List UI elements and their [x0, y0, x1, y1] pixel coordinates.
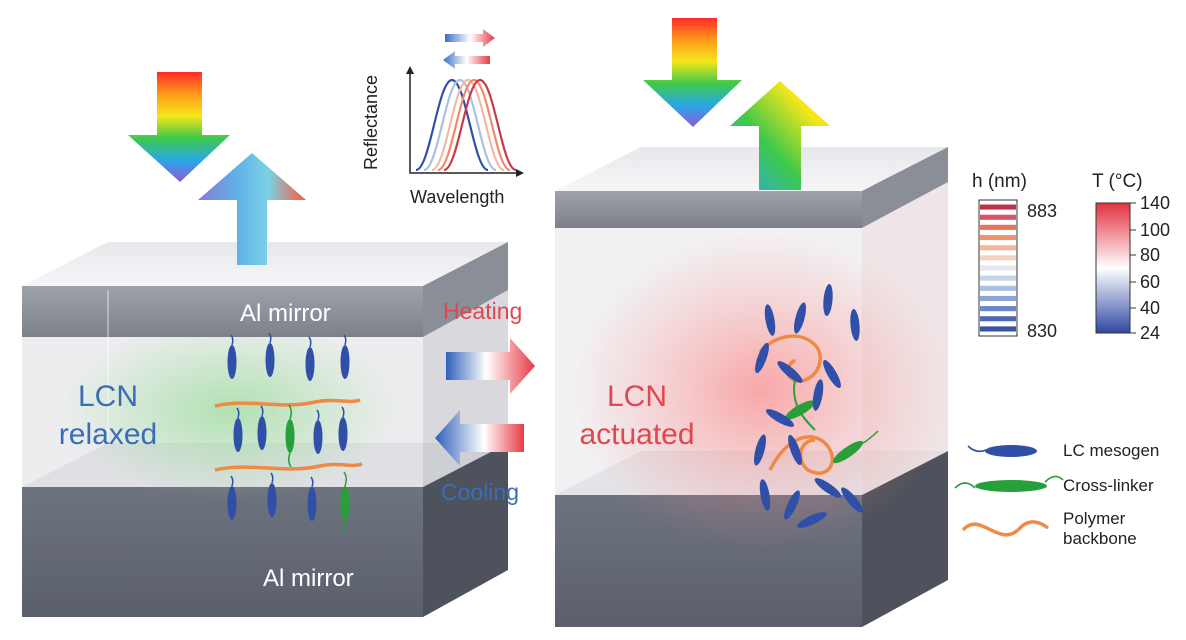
left-backbone-lower	[214, 462, 363, 472]
heating-arrow-icon	[446, 338, 535, 394]
cooling-label: Cooling	[441, 479, 519, 505]
h-scale-max: 883	[1027, 201, 1058, 221]
right-molecules	[753, 284, 879, 528]
left-bottom-mirror-front	[22, 487, 423, 617]
left-bottom-mirror-label: Al mirror	[263, 565, 354, 592]
t-tick-5: 24	[1140, 323, 1161, 343]
h-scale-stripe	[980, 255, 1016, 261]
h-scale-stripe	[980, 316, 1016, 322]
t-tick-4: 40	[1140, 298, 1161, 318]
t-tick-1: 100	[1140, 220, 1171, 240]
legend-mesogen-label: LC mesogen	[1063, 441, 1160, 460]
h-scale-stripe	[980, 326, 1016, 332]
h-scale-title: h (nm)	[972, 171, 1027, 192]
left-top-mirror-side	[423, 242, 508, 337]
legend-backbone-line1: Polymer	[1063, 509, 1126, 528]
h-scale-bar	[978, 199, 1018, 337]
legend-crosslinker-label: Cross-linker	[1063, 476, 1154, 495]
heating-label: Heating	[443, 298, 523, 324]
inset-axes	[409, 70, 520, 174]
h-scale-stripe	[980, 265, 1016, 271]
left-state-line1: LCN	[77, 380, 138, 413]
cooling-arrow-icon	[435, 410, 524, 466]
legend-mesogen-icon	[967, 445, 1037, 457]
temperature-scale-bar	[1095, 202, 1136, 334]
left-state-line2: relaxed	[58, 417, 158, 451]
h-scale-stripe	[980, 275, 1016, 281]
h-scale-stripe	[980, 285, 1016, 291]
left-molecules	[214, 332, 363, 533]
t-tick-3: 60	[1140, 272, 1161, 292]
h-scale-stripe	[980, 245, 1016, 251]
inset-xlabel: Wavelength	[410, 187, 505, 207]
left-reflected-arrow-icon	[198, 153, 306, 265]
t-scale-title: T (°C)	[1092, 171, 1143, 192]
left-backbone-upper	[214, 398, 361, 408]
left-incident-arrow-icon	[128, 72, 230, 182]
shift-left-arrow-icon	[443, 51, 490, 69]
right-state-line1: LCN	[606, 380, 667, 413]
left-top-mirror-front	[22, 286, 423, 337]
legend-backbone-label: Polymer backbone	[1063, 509, 1137, 550]
h-scale-stripe	[980, 295, 1016, 301]
left-green-glow	[60, 320, 400, 500]
right-top-mirror-side	[862, 147, 948, 228]
reflectance-inset-plot	[406, 29, 524, 177]
legend-backbone-line2: backbone	[1063, 529, 1137, 549]
right-top-mirror-front	[555, 191, 862, 228]
left-bottom-mirror-side	[423, 443, 508, 617]
left-top-mirror-label: Al mirror	[240, 300, 331, 327]
legend-backbone-icon	[961, 520, 1050, 537]
h-scale-stripe	[980, 235, 1016, 241]
right-state-line2: actuated	[579, 417, 695, 451]
h-scale-stripe	[980, 204, 1016, 210]
right-state-label: LCN actuated	[572, 378, 702, 453]
left-state-label: LCN relaxed	[48, 378, 168, 453]
legend-crosslinker-icon	[954, 475, 1064, 492]
shift-right-arrow-icon	[445, 29, 495, 47]
right-incident-arrow-icon	[643, 18, 742, 127]
inset-ylabel: Reflectance	[361, 74, 381, 170]
t-tick-0: 140	[1140, 193, 1171, 213]
right-top-mirror-top	[555, 147, 948, 191]
h-scale-stripe	[980, 224, 1016, 230]
h-scale-min: 830	[1027, 321, 1058, 341]
h-scale-stripe	[980, 306, 1016, 312]
h-scale-stripe	[980, 214, 1016, 220]
t-tick-2: 80	[1140, 245, 1161, 265]
right-reflected-arrow-icon	[730, 81, 830, 190]
